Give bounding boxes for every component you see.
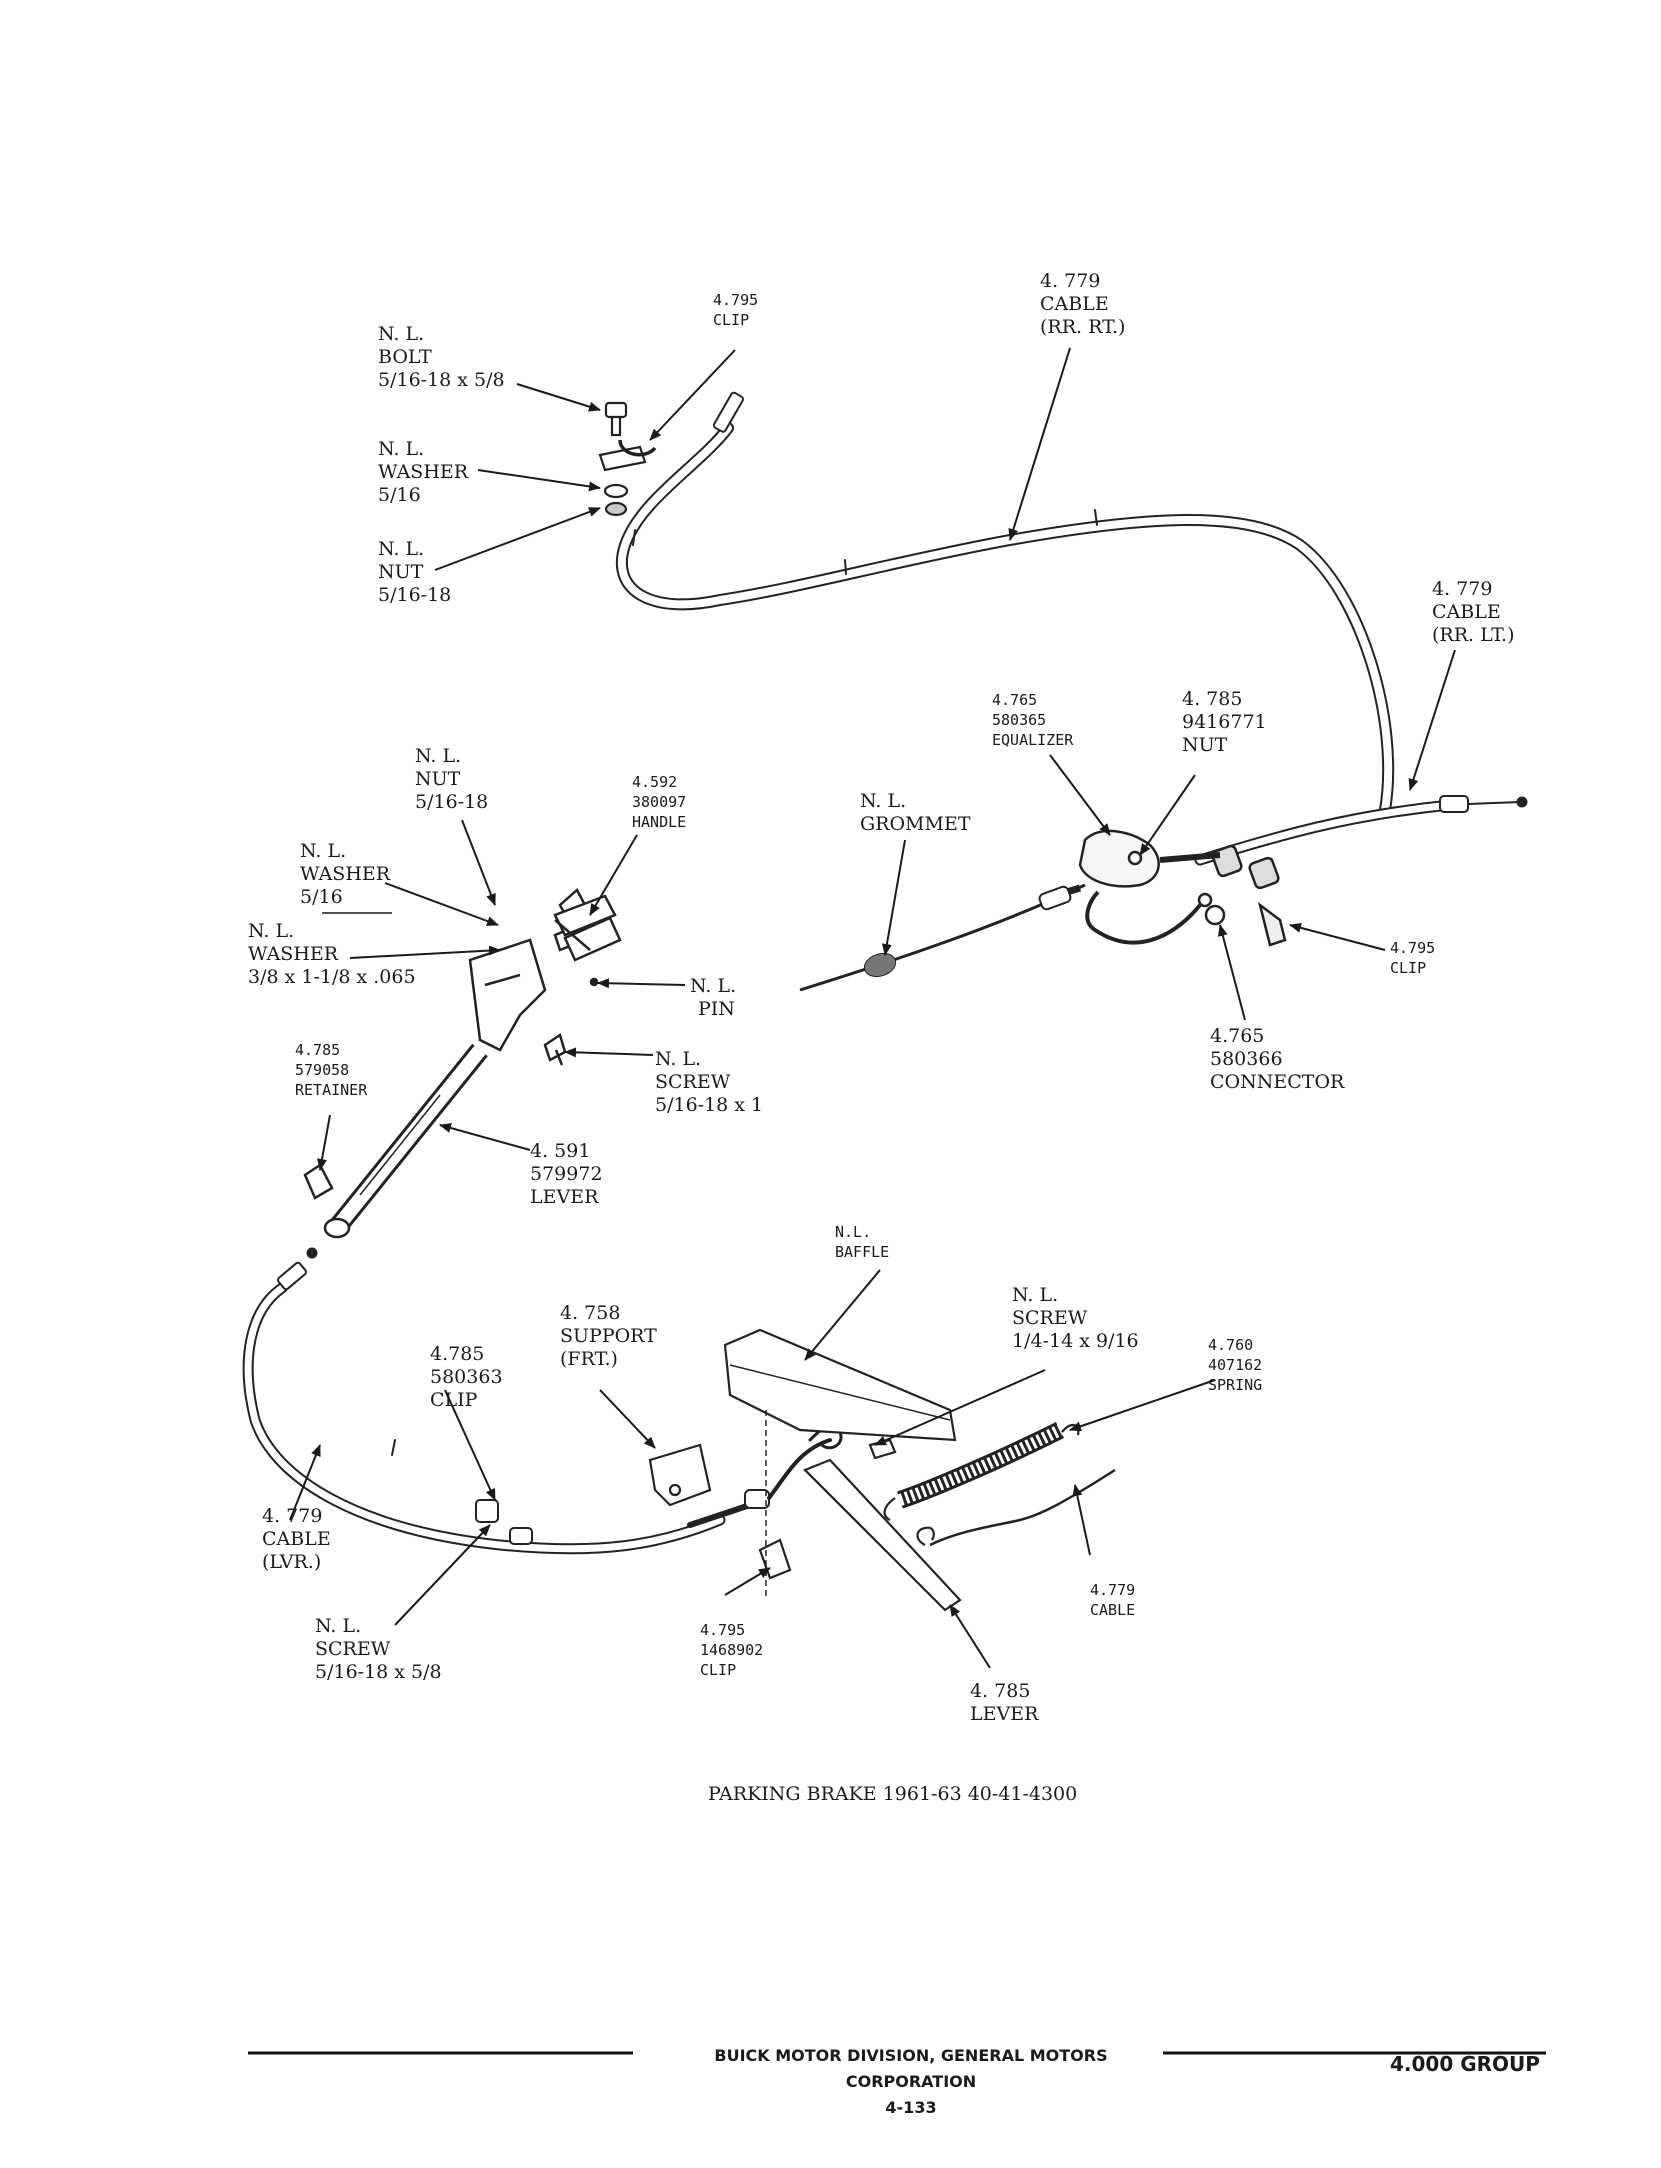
- leader-lines: [289, 347, 1456, 1669]
- cable-lever: [242, 1247, 843, 1555]
- footer-company: BUICK MOTOR DIVISION, GENERAL MOTORS COR…: [696, 2043, 1126, 2121]
- hand-lever-assembly: [303, 888, 622, 1239]
- figure-caption: PARKING BRAKE 1961-63 40-41-4300: [708, 1783, 1078, 1805]
- rear-lever-assembly: [648, 1328, 1116, 1612]
- page-number: 4-133: [885, 2098, 937, 2117]
- equalizer: [1078, 829, 1287, 947]
- bolt-washer-nut-top: [598, 401, 657, 517]
- callout-baffle: N.L.BAFFLE: [835, 1223, 890, 1261]
- callout-grommet: N. L.GROMMET: [860, 790, 971, 835]
- front-cable-grommet: [799, 883, 1086, 992]
- cable-rear-left: [1194, 795, 1528, 866]
- cable-rear-right: [615, 391, 1395, 816]
- callout-pin: N. L.PIN: [690, 975, 737, 1020]
- footer-group: 4.000 GROUP: [1390, 2052, 1540, 2076]
